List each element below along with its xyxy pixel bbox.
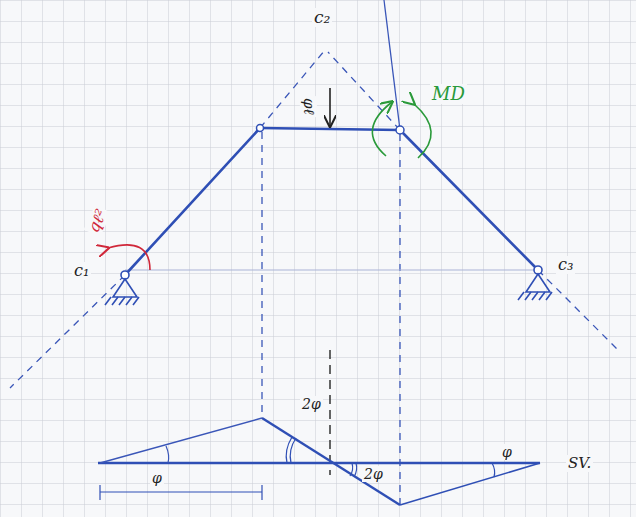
angle-label: φ [500,444,514,460]
angle-label: 2φ [300,396,323,412]
angle-label: φ [150,470,164,486]
load-label: φℓ [300,96,317,117]
support-label: c₃ [556,256,575,274]
angle-label: 2φ [362,466,385,482]
moment-label: MD [430,84,467,104]
hinge-label: c₂ [312,8,332,27]
axis-label: SV. [566,455,593,472]
support-label: c₁ [72,262,91,280]
